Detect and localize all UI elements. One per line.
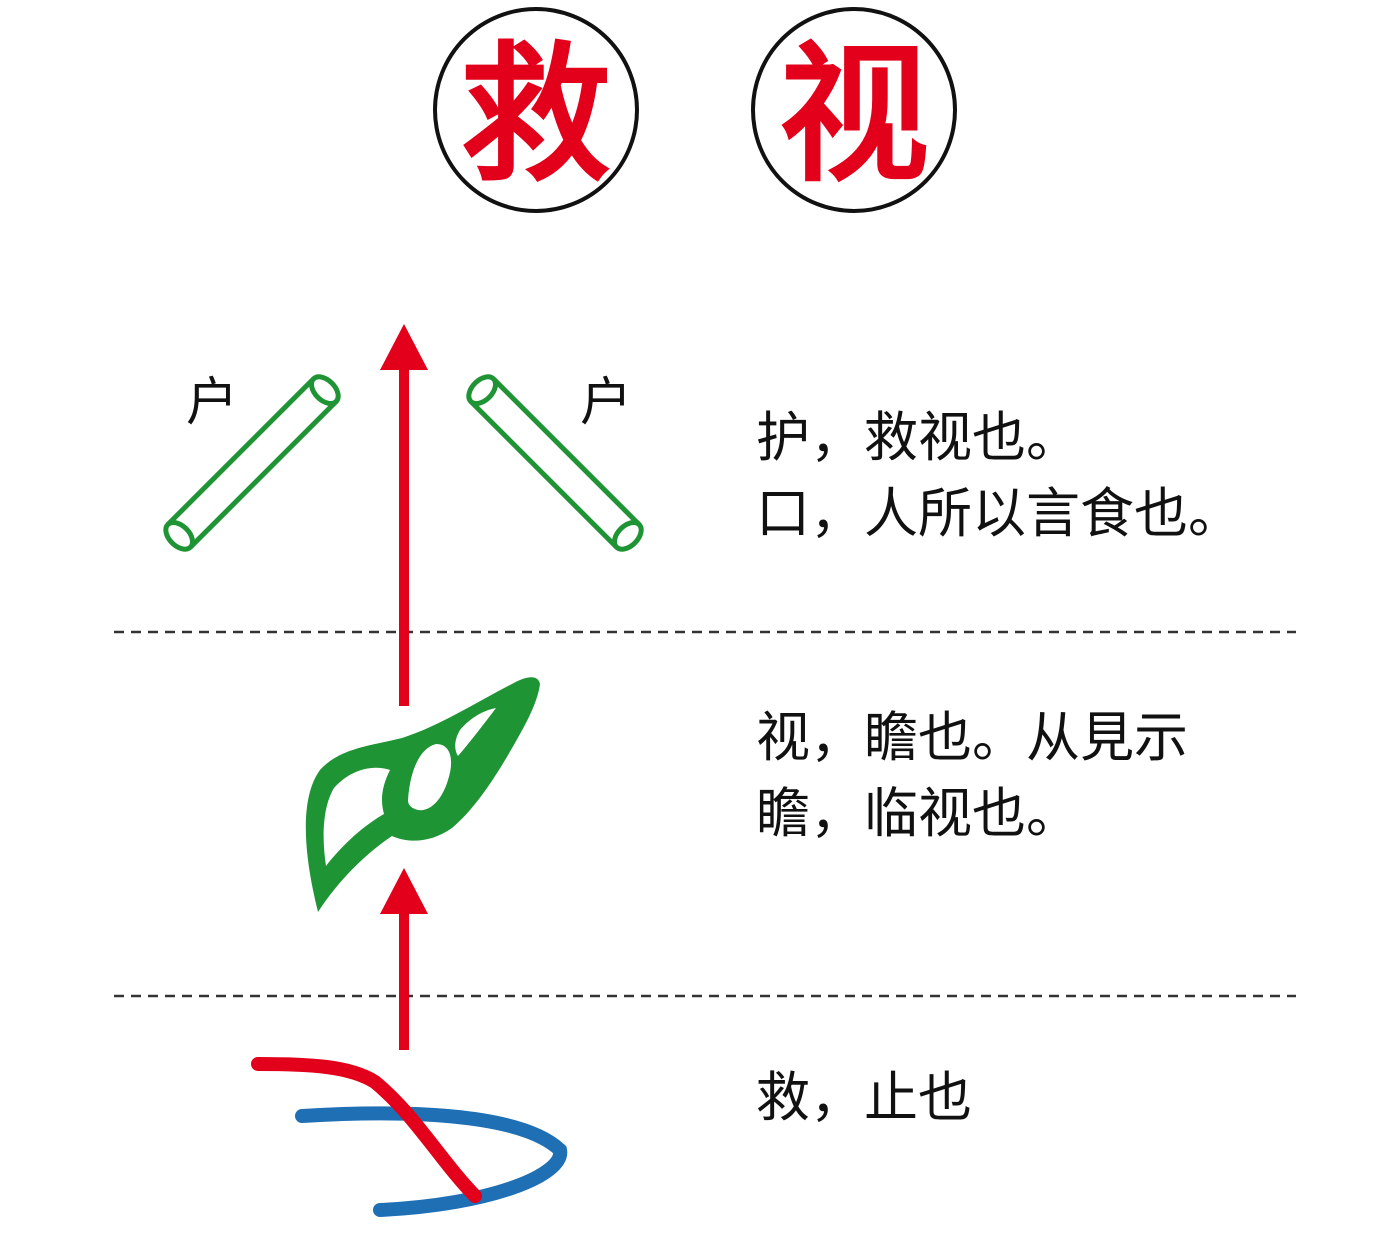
title-char-1: 救: [461, 29, 611, 203]
door-cylinder-right: [466, 374, 644, 552]
seal-script-glyph: [305, 677, 540, 912]
note-middle-line-2: 瞻，临视也。: [756, 782, 1080, 845]
red-stroke: [251, 1057, 482, 1203]
note-top-line-2: 口，人所以言食也。: [756, 482, 1242, 545]
note-middle-line-1: 视，瞻也。从見示: [756, 706, 1188, 769]
arrow-upper: [380, 324, 428, 706]
door-label-right: 户: [580, 373, 632, 433]
note-bottom-line-1: 救，止也: [756, 1066, 972, 1129]
note-top-line-1: 护，救视也。: [756, 406, 1080, 469]
note-top: 护，救视也。 口，人所以言食也。: [756, 400, 1242, 552]
note-middle: 视，瞻也。从見示 瞻，临视也。: [756, 700, 1188, 852]
blue-stroke: [295, 1106, 568, 1217]
arrow-lower: [380, 868, 428, 1050]
title-char-2: 视: [779, 29, 929, 203]
door-label-left: 户: [186, 373, 238, 433]
title-circle-1: 救: [433, 7, 639, 213]
title-circle-2: 视: [751, 7, 957, 213]
note-bottom: 救，止也: [756, 1060, 972, 1136]
door-cylinder-left: [163, 374, 341, 552]
